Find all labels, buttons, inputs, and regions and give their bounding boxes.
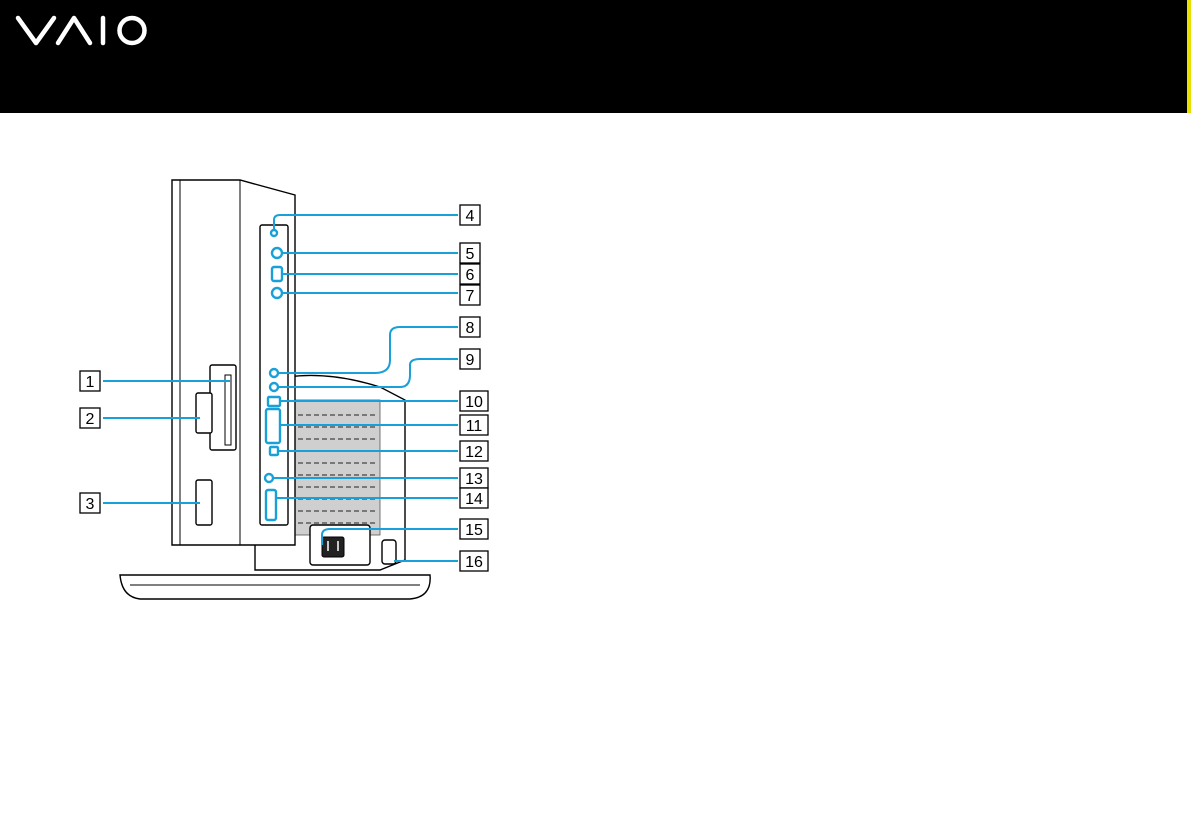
- callout-5-label: 5: [466, 246, 475, 263]
- callout-13: 13: [460, 468, 488, 488]
- callout-6-label: 6: [466, 267, 475, 284]
- callout-4: 4: [460, 205, 480, 225]
- callout-1: 1: [80, 371, 100, 391]
- header-edge-accent: [1187, 0, 1191, 113]
- callout-14: 14: [460, 488, 488, 508]
- callout-7-label: 7: [466, 288, 475, 305]
- callout-13-label: 13: [465, 471, 483, 488]
- callout-3-label: 3: [86, 496, 95, 513]
- callout-16: 16: [460, 551, 488, 571]
- callout-3: 3: [80, 493, 100, 513]
- leader-4: [274, 215, 458, 231]
- callout-15-label: 15: [465, 522, 483, 539]
- callout-9-label: 9: [466, 352, 475, 369]
- callout-2: 2: [80, 408, 100, 428]
- callout-8-label: 8: [466, 320, 475, 337]
- callout-4-label: 4: [466, 208, 475, 225]
- computer-side-view-diagram: 1 2 3 4 5 6 7 8: [60, 165, 540, 615]
- cable-clip: [382, 540, 396, 564]
- callout-10-label: 10: [465, 394, 483, 411]
- callout-12-label: 12: [465, 444, 483, 461]
- stand-base: [120, 575, 430, 599]
- disc-slot-panel: [210, 365, 236, 450]
- page-header: [0, 0, 1191, 113]
- callout-14-label: 14: [465, 491, 483, 508]
- callout-10: 10: [460, 391, 488, 411]
- callout-15: 15: [460, 519, 488, 539]
- callout-2-label: 2: [86, 411, 95, 428]
- callout-7: 7: [460, 285, 480, 305]
- callout-12: 12: [460, 441, 488, 461]
- callout-16-label: 16: [465, 554, 483, 571]
- button-2-panel: [196, 393, 212, 433]
- callout-8: 8: [460, 317, 480, 337]
- side-view-figure: 1 2 3 4 5 6 7 8: [60, 165, 540, 615]
- callout-5: 5: [460, 243, 480, 263]
- leader-8: [278, 327, 458, 373]
- callout-6: 6: [460, 264, 480, 284]
- callout-9: 9: [460, 349, 480, 369]
- callout-11: 11: [460, 415, 488, 435]
- vaio-logo-icon: [14, 10, 154, 50]
- callout-11-label: 11: [466, 418, 483, 435]
- callout-1-label: 1: [86, 374, 95, 391]
